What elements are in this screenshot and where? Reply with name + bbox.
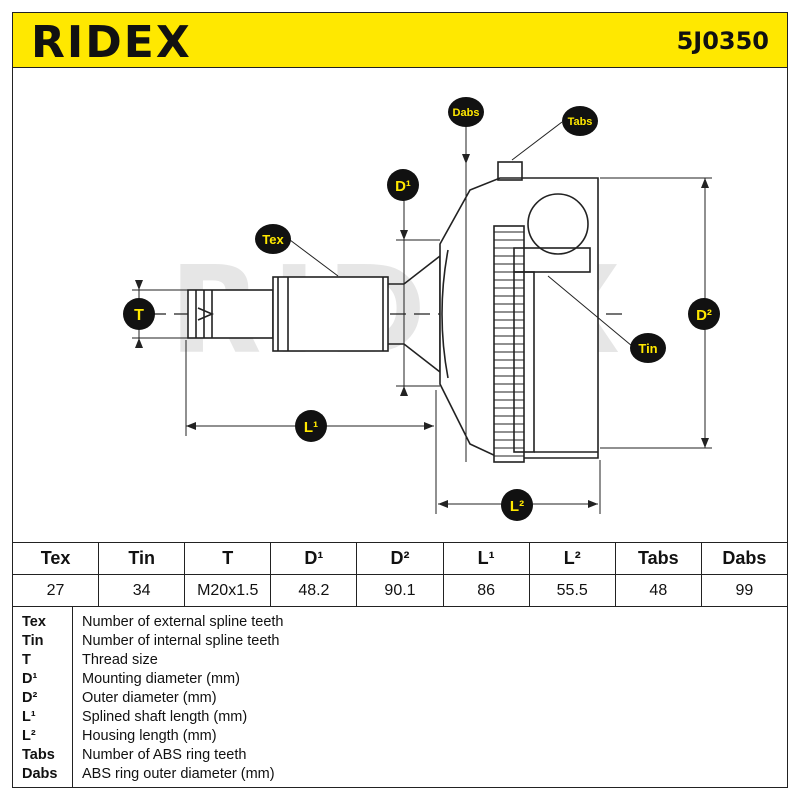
badge-d2: D² — [688, 298, 720, 330]
header-cell: Dabs — [700, 542, 789, 575]
header-cell: L² — [528, 542, 616, 575]
legend-abbr: D¹ — [22, 671, 38, 687]
badge-dabs-label: Dabs — [453, 107, 480, 119]
legend-desc: Mounting diameter (mm) — [82, 671, 240, 687]
legend-abbr: L² — [22, 728, 36, 744]
badge-dabs: Dabs — [448, 97, 484, 127]
spec-table-value-row: 27 34 M20x1.5 48.2 90.1 86 55.5 48 99 — [11, 574, 789, 607]
legend-item: Tabs Number of ABS ring teeth — [12, 747, 788, 766]
abs-ring-teeth — [494, 231, 524, 457]
legend-abbr: T — [22, 652, 31, 668]
header-cell: D¹ — [270, 542, 358, 575]
legend-abbr: L¹ — [22, 709, 36, 725]
badge-tabs-label: Tabs — [568, 116, 593, 128]
legend-item: L² Housing length (mm) — [12, 728, 788, 747]
legend-item: Dabs ABS ring outer diameter (mm) — [12, 766, 788, 785]
badge-t: T — [123, 298, 155, 330]
badge-tin: Tin — [630, 333, 666, 363]
badge-l1: L¹ — [295, 410, 327, 442]
legend-desc: Number of external spline teeth — [82, 614, 284, 630]
legend-item: Tex Number of external spline teeth — [12, 614, 788, 633]
header-cell: D² — [356, 542, 444, 575]
badge-tabs: Tabs — [562, 106, 598, 136]
value-cell: 55.5 — [528, 574, 616, 607]
badge-d2-label: D² — [696, 307, 712, 324]
legend: Tex Number of external spline teeth Tin … — [12, 606, 788, 788]
legend-desc: Outer diameter (mm) — [82, 690, 217, 706]
badge-l1-label: L¹ — [304, 419, 318, 436]
legend-item: Tin Number of internal spline teeth — [12, 633, 788, 652]
badge-l2-label: L² — [510, 498, 524, 515]
value-cell: 86 — [442, 574, 530, 607]
legend-divider — [72, 606, 73, 788]
header-bar: RIDEX 5J0350 — [12, 12, 788, 68]
badge-d1: D¹ — [387, 169, 419, 201]
value-cell: 90.1 — [356, 574, 444, 607]
legend-abbr: Dabs — [22, 766, 58, 782]
badge-tin-label: Tin — [638, 341, 657, 356]
legend-abbr: Tex — [22, 614, 46, 630]
legend-desc: Splined shaft length (mm) — [82, 709, 248, 725]
badge-tex: Tex — [255, 224, 291, 254]
value-cell: M20x1.5 — [184, 574, 272, 607]
legend-abbr: Tin — [22, 633, 44, 649]
part-number: 5J0350 — [676, 27, 769, 55]
value-cell: 27 — [11, 574, 100, 607]
dimension-lines — [132, 121, 712, 514]
brand-logo: RIDEX — [31, 17, 192, 68]
legend-item: D² Outer diameter (mm) — [12, 690, 788, 709]
value-cell: 99 — [700, 574, 789, 607]
header-cell: Tabs — [614, 542, 702, 575]
value-cell: 48 — [614, 574, 702, 607]
legend-desc: Thread size — [82, 652, 158, 668]
legend-item: L¹ Splined shaft length (mm) — [12, 709, 788, 728]
header-cell: T — [184, 542, 272, 575]
arrowheads — [135, 154, 709, 508]
value-cell: 48.2 — [270, 574, 358, 607]
header-cell: L¹ — [442, 542, 530, 575]
legend-item: T Thread size — [12, 652, 788, 671]
header-cell: Tex — [11, 542, 100, 575]
header-cell: Tin — [98, 542, 186, 575]
badge-d1-label: D¹ — [395, 178, 411, 195]
spec-table-header-row: Tex Tin T D¹ D² L¹ L² Tabs Dabs — [11, 542, 789, 575]
badge-t-label: T — [134, 307, 144, 324]
value-cell: 34 — [98, 574, 186, 607]
legend-abbr: Tabs — [22, 747, 55, 763]
legend-abbr: D² — [22, 690, 38, 706]
legend-desc: Number of internal spline teeth — [82, 633, 280, 649]
legend-item: D¹ Mounting diameter (mm) — [12, 671, 788, 690]
legend-desc: ABS ring outer diameter (mm) — [82, 766, 275, 782]
spec-table: Tex Tin T D¹ D² L¹ L² Tabs Dabs 27 34 M2… — [11, 542, 789, 607]
legend-desc: Number of ABS ring teeth — [82, 747, 247, 763]
badge-tex-label: Tex — [262, 232, 284, 247]
cv-joint-drawing: RIDEX — [123, 97, 720, 521]
legend-desc: Housing length (mm) — [82, 728, 217, 744]
badge-l2: L² — [501, 489, 533, 521]
